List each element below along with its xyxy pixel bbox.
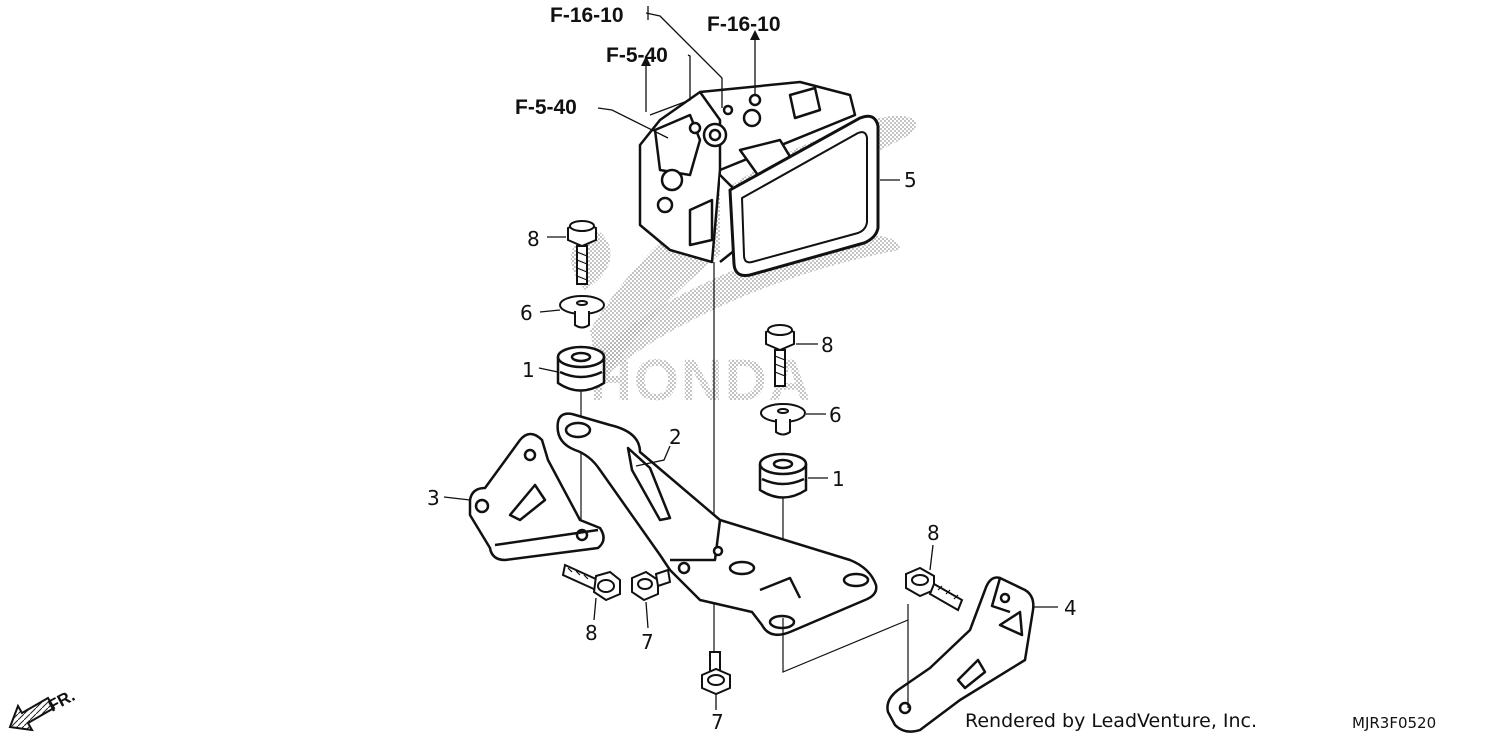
- left-bracket-plate: [468, 432, 605, 562]
- bolt-lower-left: [561, 563, 621, 602]
- arrow-ref-mid: [641, 56, 651, 66]
- callout-1-right: 1: [832, 467, 845, 491]
- washer-upper-right: [760, 403, 806, 436]
- honda-watermark-text: HONDA: [590, 348, 813, 413]
- render-credit: Rendered by LeadVenture, Inc.: [965, 710, 1258, 732]
- arrow-ref-top-right: [750, 30, 760, 40]
- leader-lines: [443, 6, 1058, 710]
- ref-label-top-right: F-16-10: [707, 13, 781, 36]
- callout-6-right: 6: [829, 403, 842, 427]
- callout-3: 3: [427, 486, 440, 510]
- callout-2: 2: [669, 425, 682, 449]
- ref-label-left: F-5-40: [515, 96, 577, 119]
- ref-label-mid: F-5-40: [606, 44, 668, 67]
- washer-upper-left: [559, 295, 605, 329]
- main-mounting-bracket: [556, 412, 878, 637]
- callout-8-upper-right: 8: [821, 333, 834, 357]
- callout-1-left: 1: [522, 358, 535, 382]
- assembly-guide-lines: [782, 604, 909, 708]
- right-bracket-plate: [886, 576, 1035, 733]
- bolt-7-upper: [631, 568, 672, 602]
- front-arrow-icon: [8, 696, 56, 732]
- callout-5: 5: [904, 168, 917, 192]
- callout-8-lower-left: 8: [585, 621, 598, 645]
- grommet-left: [556, 345, 606, 392]
- abs-modulator-unit: [638, 80, 880, 277]
- bolt-right-plate: [905, 566, 964, 612]
- callout-7-lower: 7: [711, 710, 724, 734]
- callout-6-left: 6: [520, 301, 533, 325]
- ref-label-top-left: F-16-10: [550, 4, 624, 27]
- callout-4: 4: [1064, 596, 1077, 620]
- callout-8-right: 8: [927, 521, 940, 545]
- bolt-upper-left: [567, 220, 597, 285]
- callout-8-upper-left: 8: [527, 227, 540, 251]
- callout-7-upper: 7: [641, 630, 654, 654]
- grommet-right: [758, 452, 808, 499]
- bolt-upper-right: [765, 324, 795, 387]
- front-direction-indicator: FR.: [8, 686, 78, 732]
- diagram-code: MJR3F0520: [1352, 714, 1437, 732]
- bolt-7-lower: [701, 651, 731, 696]
